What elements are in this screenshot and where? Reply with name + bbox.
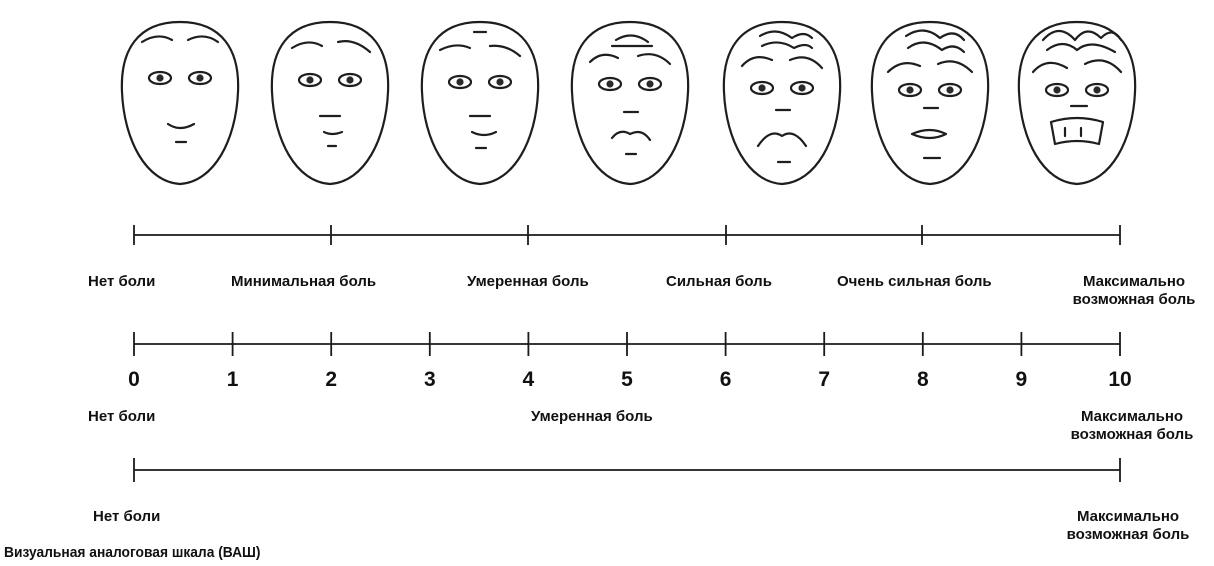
vas-label-max-line2: возможная боль [1067,526,1190,543]
vas-label-max: Максимально возможная боль [1067,508,1190,544]
numeric-label-max: Максимально возможная боль [1071,408,1194,444]
numeric-tick-label-0: 0 [128,368,140,392]
face-2-icon [272,22,388,184]
face-10-icon [1019,22,1135,184]
numeric-tick-label-3: 3 [424,368,436,392]
face-6-icon [572,22,688,184]
numeric-label-max-line2: возможная боль [1071,426,1194,443]
numeric-tick-label-7: 7 [818,368,830,392]
numeric-tick-label-9: 9 [1016,368,1028,392]
numeric-tick-label-10: 10 [1108,368,1131,392]
face-0-icon [122,22,238,184]
vas-label-none: Нет боли [93,508,160,526]
face-label-minimal: Минимальная боль [231,273,376,291]
face-label-strong: Сильная боль [666,273,772,291]
numeric-tick-label-6: 6 [720,368,732,392]
numeric-tick-label-8: 8 [917,368,929,392]
numeric-tick-label-2: 2 [325,368,337,392]
face-label-none: Нет боли [88,273,155,291]
face-4-icon [422,22,538,184]
numeric-tick-label-1: 1 [227,368,239,392]
visual-analog-scale-axis [134,458,1120,482]
face-label-max-line2: возможная боль [1073,291,1196,308]
numeric-tick-label-5: 5 [621,368,633,392]
vas-label-max-line1: Максимально [1077,508,1179,525]
face-label-very-strong: Очень сильная боль [837,273,992,291]
numeric-scale-axis [134,332,1120,356]
face-label-max: Максимально возможная боль [1073,273,1196,309]
face-scale-axis [134,225,1120,245]
numeric-label-none: Нет боли [88,408,155,426]
face-8-icon [724,22,840,184]
numeric-label-moderate: Умеренная боль [531,408,653,426]
face-label-max-line1: Максимально [1083,273,1185,290]
caption: Визуальная аналоговая шкала (ВАШ) [4,544,261,561]
numeric-tick-label-4: 4 [523,368,535,392]
face-9-icon [872,22,988,184]
numeric-label-max-line1: Максимально [1081,408,1183,425]
face-label-moderate: Умеренная боль [467,273,589,291]
